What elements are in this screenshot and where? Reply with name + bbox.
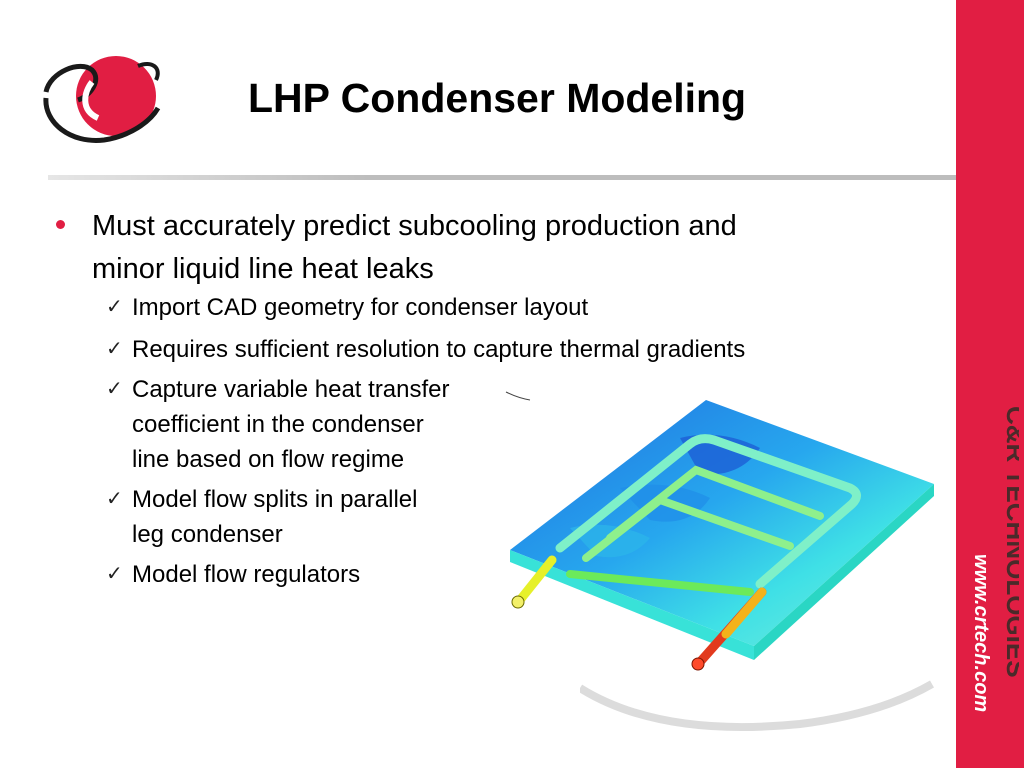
sub-bullet-text: Requires sufficient resolution to captur… bbox=[132, 332, 745, 367]
main-bullet-line-1: Must accurately predict subcooling produ… bbox=[92, 210, 737, 242]
main-bullet-text: Must accurately predict subcooling produ… bbox=[92, 205, 882, 291]
brand-text-vertical: C&R TECHNOLOGIES www.crtech.com bbox=[970, 406, 1019, 712]
title-divider bbox=[48, 175, 960, 180]
sub-bullet-line: line based on flow regime bbox=[132, 446, 405, 473]
company-url: www.crtech.com bbox=[970, 554, 992, 712]
sub-bullet-line: Model flow splits in parallel bbox=[132, 486, 418, 513]
checkmark-icon: ✓ bbox=[106, 296, 123, 318]
slide-title: LHP Condenser Modeling bbox=[248, 75, 747, 121]
decorative-swoosh bbox=[580, 680, 934, 731]
sub-bullet-text: Model flow splits in parallel leg conden… bbox=[132, 482, 417, 552]
sub-bullet-text: Import CAD geometry for condenser layout bbox=[132, 290, 588, 325]
sub-bullet-line: leg condenser bbox=[132, 521, 283, 548]
checkmark-icon: ✓ bbox=[106, 338, 123, 360]
condenser-thermal-model-image bbox=[505, 391, 934, 671]
sub-bullet-1: ✓ Import CAD geometry for condenser layou… bbox=[106, 290, 588, 327]
company-logo bbox=[43, 56, 161, 143]
sub-bullet-line: Import CAD geometry for condenser layout bbox=[132, 294, 589, 321]
sub-bullet-text: Capture variable heat transfer coefficie… bbox=[132, 372, 450, 477]
sub-bullet-4: ✓ Model flow splits in parallel leg cond… bbox=[106, 482, 417, 552]
sub-bullet-line: Capture variable heat transfer bbox=[132, 376, 450, 403]
checkmark-icon: ✓ bbox=[106, 488, 123, 510]
company-name: C&R TECHNOLOGIES bbox=[1001, 406, 1019, 678]
brand-sidebar bbox=[956, 0, 1024, 768]
sub-bullet-5: ✓ Model flow regulators bbox=[106, 557, 360, 594]
sub-bullet-2: ✓ Requires sufficient resolution to captu… bbox=[106, 332, 745, 369]
sub-bullet-line: Model flow regulators bbox=[132, 561, 361, 588]
sub-bullet-line: coefficient in the condenser bbox=[132, 411, 424, 438]
checkmark-icon: ✓ bbox=[106, 378, 123, 400]
sub-bullet-3: ✓ Capture variable heat transfer coeffic… bbox=[106, 372, 450, 477]
sub-bullet-text: Model flow regulators bbox=[132, 557, 360, 592]
checkmark-icon: ✓ bbox=[106, 563, 123, 585]
red-dot-icon bbox=[56, 220, 65, 229]
main-bullet-line-2: minor liquid line heat leaks bbox=[92, 253, 434, 285]
sub-bullet-line: Requires sufficient resolution to captur… bbox=[132, 336, 746, 363]
